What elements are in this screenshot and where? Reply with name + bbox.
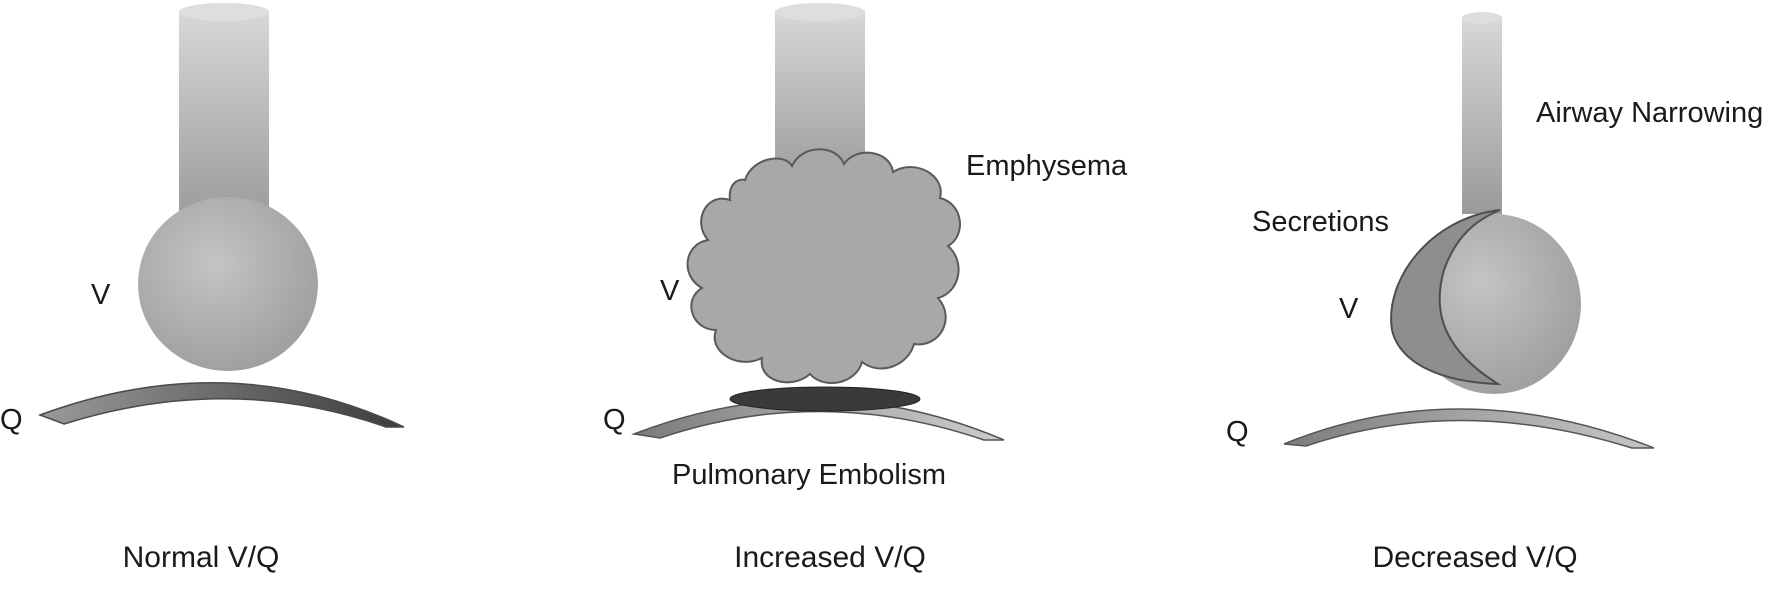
capillary-vessel bbox=[1283, 408, 1655, 449]
pulmonary-embolus bbox=[729, 386, 921, 412]
annotation-airway-narrowing: Airway Narrowing bbox=[1536, 97, 1763, 129]
annotation-secretions: Secretions bbox=[1252, 206, 1389, 238]
v-label: V bbox=[660, 275, 680, 307]
emphysematous-alveolus bbox=[686, 148, 961, 384]
annotation-pulmonary-embolism: Pulmonary Embolism bbox=[672, 459, 946, 491]
panel-caption: Normal V/Q bbox=[123, 541, 280, 574]
v-label: V bbox=[91, 279, 111, 311]
panel-caption: Increased V/Q bbox=[734, 541, 926, 574]
v-label: V bbox=[1339, 293, 1359, 325]
q-label: Q bbox=[603, 404, 626, 436]
panel-decreased: Airway Narrowing Secretions V Q Decrease… bbox=[1226, 12, 1763, 574]
airway-tube-narrowed bbox=[1462, 12, 1502, 214]
secretions bbox=[1390, 209, 1502, 386]
airway-tube bbox=[179, 3, 269, 225]
q-label: Q bbox=[1226, 416, 1249, 448]
panel-increased: Emphysema Pulmonary Embolism V Q Increas… bbox=[603, 3, 1128, 574]
alveolus bbox=[138, 197, 318, 371]
annotation-emphysema: Emphysema bbox=[966, 150, 1128, 182]
q-label: Q bbox=[0, 404, 23, 436]
capillary-vessel bbox=[37, 382, 405, 428]
panel-normal: V Q Normal V/Q bbox=[0, 3, 405, 574]
panel-caption: Decreased V/Q bbox=[1372, 541, 1577, 574]
